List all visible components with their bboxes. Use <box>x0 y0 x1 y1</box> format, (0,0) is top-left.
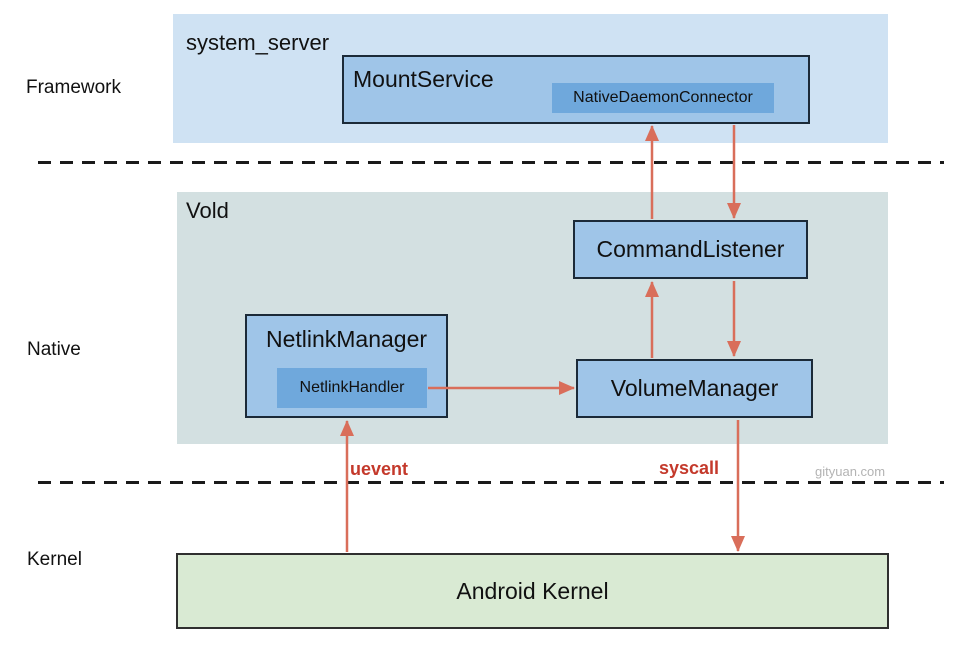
command-listener-box: CommandListener <box>573 220 808 279</box>
vold-label: Vold <box>186 198 229 223</box>
framework-native-divider <box>38 161 944 164</box>
native-daemon-connector-box: NativeDaemonConnector <box>552 83 774 113</box>
uevent-label: uevent <box>350 459 409 479</box>
command-listener-label: CommandListener <box>596 236 785 262</box>
android-kernel-label: Android Kernel <box>456 577 609 604</box>
volume-manager-label: VolumeManager <box>610 375 779 401</box>
android-kernel-box: Android Kernel <box>176 553 889 629</box>
native-daemon-connector-label: NativeDaemonConnector <box>573 89 753 106</box>
native-layer-label: Native <box>27 339 81 360</box>
framework-layer-label: Framework <box>26 77 122 98</box>
volume-manager-box: VolumeManager <box>576 359 813 418</box>
system-server-label: system_server <box>186 30 330 55</box>
netlink-manager-label: NetlinkManager <box>265 326 428 352</box>
netlink-handler-label: NetlinkHandler <box>299 379 405 396</box>
kernel-layer-label: Kernel <box>27 549 82 570</box>
watermark-text: gityuan.com <box>815 464 886 479</box>
netlink-handler-box: NetlinkHandler <box>277 368 427 408</box>
syscall-label: syscall <box>659 458 720 478</box>
native-kernel-divider <box>38 481 944 484</box>
mount-service-label: MountService <box>353 66 494 92</box>
